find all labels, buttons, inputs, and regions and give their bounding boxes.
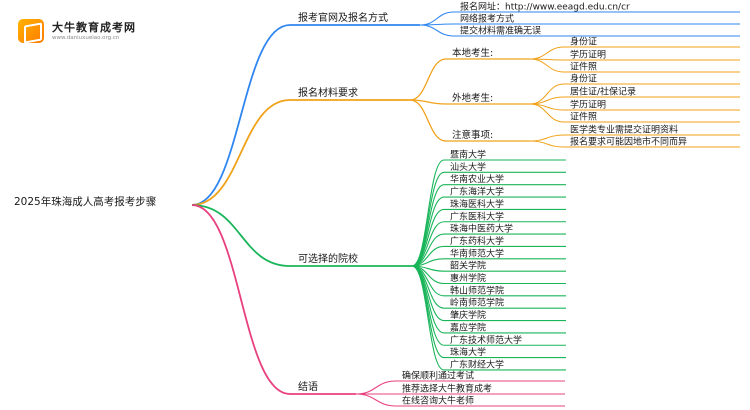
- leaf-b3-7: 广东药科大学: [450, 235, 504, 247]
- leaf-b1-2: 提交材料需准确无误: [460, 25, 541, 37]
- leaf-b3-13: 肇庆学院: [450, 309, 486, 321]
- branch-b1: 报考官网及报名方式: [298, 11, 388, 24]
- leaf-b3-3: 广东海洋大学: [450, 186, 504, 198]
- leaf-b2-2-1: 报名要求可能因地市不同而异: [570, 136, 687, 148]
- subtopic-b2-1: 外地考生:: [452, 92, 493, 104]
- edge-b1-leaf-0: [419, 11, 455, 26]
- edge-b2-sub-2: [409, 99, 447, 142]
- leaf-b2-1-1: 居住证/社保记录: [570, 86, 636, 98]
- leaf-b3-1: 汕头大学: [450, 161, 486, 173]
- edge-b3-leaf-12: [411, 265, 445, 309]
- edge-b2-2-leaf-1: [529, 140, 565, 148]
- edge-b2-2-leaf-0: [529, 134, 565, 142]
- leaf-b3-12: 岭南师范学院: [450, 297, 504, 309]
- edge-b2-1-leaf-3: [529, 103, 565, 123]
- edge-b3-leaf-1: [411, 171, 445, 267]
- leaf-b2-1-0: 身份证: [570, 73, 597, 85]
- edge-b3-leaf-2: [411, 184, 445, 267]
- edge-b3-leaf-14: [411, 265, 445, 334]
- leaf-b2-1-3: 证件照: [570, 111, 597, 123]
- edge-root-b3: [191, 204, 291, 267]
- leaf-b4-0: 确保顺利通过考试: [402, 370, 474, 382]
- leaf-b3-6: 珠海中医药大学: [450, 223, 513, 235]
- leaf-b3-11: 韩山师范学院: [450, 284, 504, 296]
- brand-name: 大牛教育成考网: [52, 21, 136, 34]
- leaf-b3-5: 广东医科大学: [450, 210, 504, 222]
- leaf-b2-1-2: 学历证明: [570, 99, 606, 111]
- leaf-b4-1: 推荐选择大牛教育成考: [402, 383, 492, 395]
- leaf-b2-0-0: 身份证: [570, 36, 597, 48]
- edge-root-b4: [191, 204, 291, 395]
- subtopic-b2-2: 注意事项:: [452, 129, 493, 141]
- brand-logo: 大牛教育成考网 www.daniuxueiao.org.cn: [14, 16, 164, 48]
- leaf-b2-0-1: 学历证明: [570, 49, 606, 61]
- leaf-b2-2-0: 医学类专业需提交证明资料: [570, 124, 678, 136]
- edge-b1-leaf-2: [419, 24, 455, 37]
- edge-root-b1: [191, 24, 291, 206]
- subtopic-b2-0: 本地考生:: [452, 47, 493, 59]
- branch-b3: 可选择的院校: [298, 252, 358, 265]
- leaf-b3-9: 韶关学院: [450, 260, 486, 272]
- leaf-b3-17: 广东财经大学: [450, 358, 504, 370]
- branch-b2: 报名材料要求: [298, 86, 358, 99]
- edge-b2-0-leaf-2: [529, 58, 565, 73]
- leaf-b3-2: 华南农业大学: [450, 173, 504, 185]
- edge-root-b2: [191, 99, 291, 206]
- mindmap-edges: [191, 11, 740, 407]
- leaf-b3-4: 珠海医科大学: [450, 198, 504, 210]
- book-icon: [18, 19, 44, 43]
- edge-b3-leaf-16: [411, 265, 445, 359]
- leaf-b4-2: 在线咨询大牛老师: [402, 395, 474, 407]
- edge-b2-0-leaf-0: [529, 46, 565, 60]
- leaf-b3-10: 惠州学院: [450, 272, 486, 284]
- branch-b4: 结语: [298, 380, 318, 393]
- root-topic: 2025年珠海成人高考报考步骤: [14, 195, 156, 208]
- edge-b3-leaf-15: [411, 265, 445, 346]
- edge-b4-leaf-2: [355, 393, 397, 407]
- leaf-b3-16: 珠海大学: [450, 346, 486, 358]
- edge-b2-sub-0: [409, 58, 447, 101]
- mindmap-nodes: 2025年珠海成人高考报考步骤 报考官网及报名方式 报名网址：http://www.…: [14, 1, 687, 407]
- leaf-b1-0: 报名网址：http://www.eeagd.edu.cn/cr: [460, 1, 630, 13]
- leaf-b3-0: 暨南大学: [450, 149, 486, 161]
- leaf-b3-15: 广东技术师范大学: [450, 334, 522, 346]
- leaf-b3-14: 嘉应学院: [450, 321, 486, 333]
- leaf-b2-0-2: 证件照: [570, 61, 597, 73]
- leaf-b1-1: 网络报考方式: [460, 13, 514, 25]
- brand-url: www.daniuxueiao.org.cn: [52, 35, 120, 41]
- leaf-b3-8: 华南师范大学: [450, 247, 504, 259]
- edge-b4-leaf-0: [355, 380, 397, 395]
- edge-b3-leaf-17: [411, 265, 445, 371]
